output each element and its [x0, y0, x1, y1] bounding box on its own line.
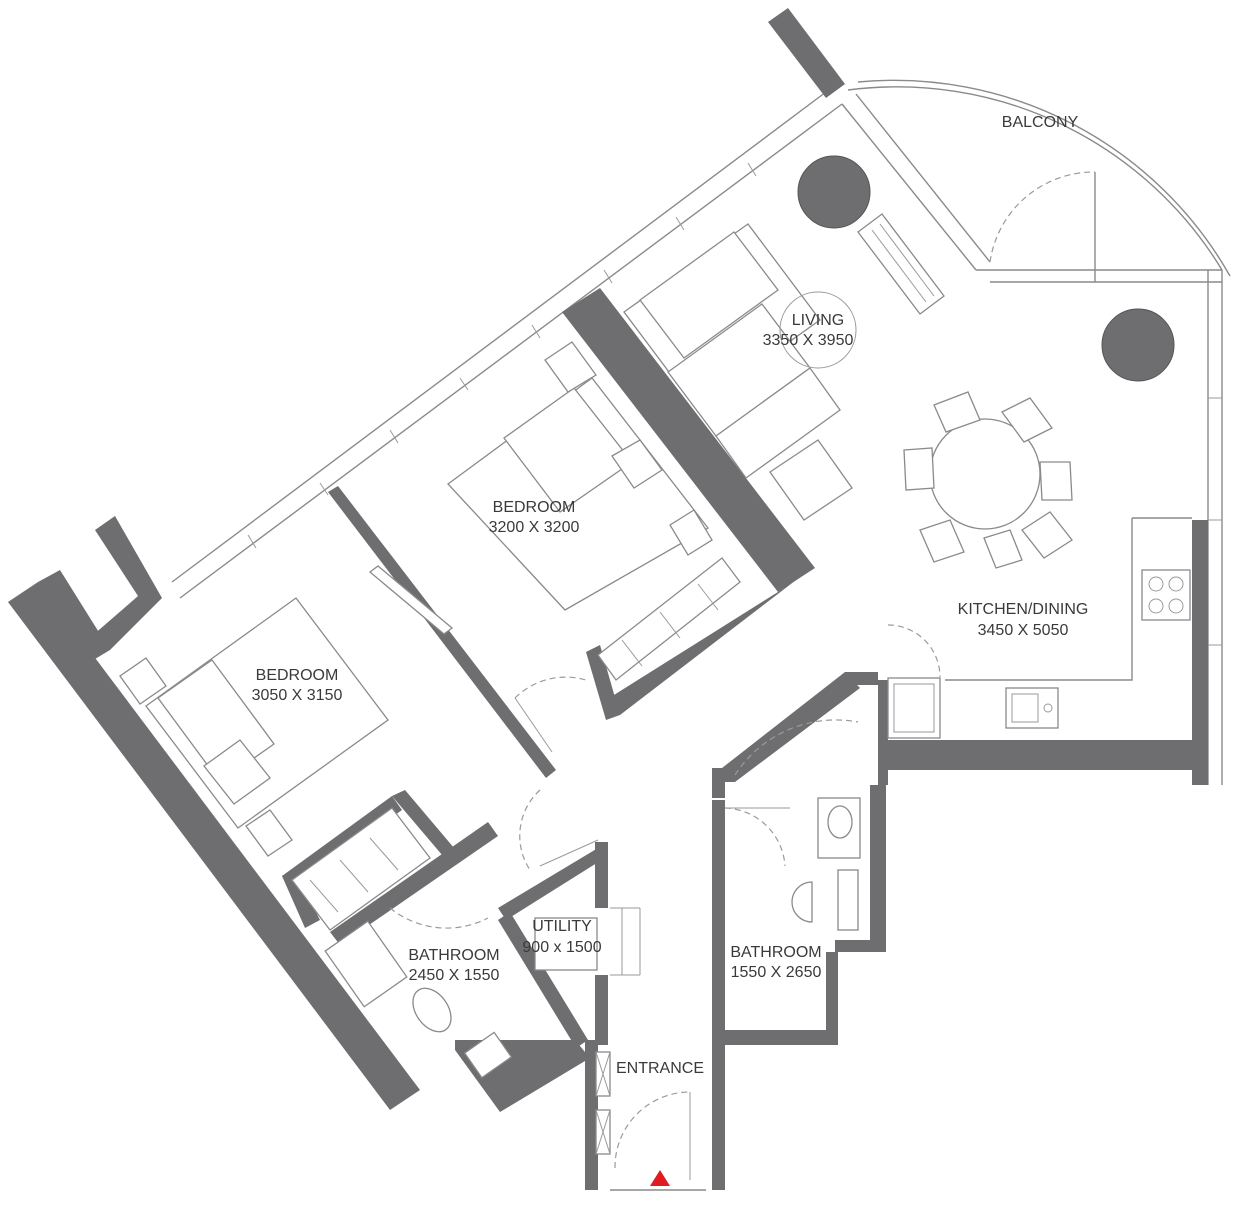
balcony-area	[847, 79, 1231, 283]
column-living	[797, 155, 871, 229]
bathroom-right-fixtures	[791, 797, 861, 931]
utility-fixtures	[534, 907, 641, 976]
entrance-details	[595, 1051, 706, 1191]
sofa	[623, 223, 853, 521]
entrance-arrow-icon	[650, 1170, 670, 1186]
wardrobe-second	[291, 807, 431, 931]
label-utility-size: 900 x 1500	[522, 939, 601, 956]
label-bedroom-main-size: 3200 X 3200	[489, 519, 580, 536]
bed-second	[119, 597, 389, 857]
sliding-door	[368, 565, 454, 635]
kitchen-counter	[887, 517, 1192, 739]
label-bathroom-left: BATHROOM	[408, 947, 499, 964]
column-dining	[1101, 308, 1175, 382]
label-bedroom-main: BEDROOM	[493, 499, 576, 516]
dining-table	[903, 391, 1073, 569]
tv-unit	[857, 213, 945, 315]
label-bathroom-left-size: 2450 X 1550	[409, 967, 500, 984]
rug-living	[779, 291, 857, 369]
bed-main	[447, 341, 713, 611]
door-swings	[389, 676, 859, 1180]
room-labels: BALCONY LIVING 3350 X 3950 BEDROOM 3200 …	[252, 114, 1089, 1077]
label-utility: UTILITY	[532, 918, 592, 935]
wardrobe-main	[597, 557, 741, 681]
label-living: LIVING	[792, 312, 844, 329]
label-bedroom-second-size: 3050 X 3150	[252, 687, 343, 704]
label-bathroom-right: BATHROOM	[730, 944, 821, 961]
label-bedroom-second: BEDROOM	[256, 667, 339, 684]
label-kitchen-dining: KITCHEN/DINING	[958, 601, 1089, 618]
label-entrance: ENTRANCE	[616, 1060, 704, 1077]
label-kitchen-dining-size: 3450 X 5050	[978, 622, 1069, 639]
label-balcony: BALCONY	[1002, 114, 1079, 131]
bathroom-left-fixtures	[324, 920, 513, 1079]
label-bathroom-right-size: 1550 X 2650	[731, 964, 822, 981]
label-living-size: 3350 X 3950	[763, 332, 854, 349]
walls	[8, 8, 1208, 1190]
